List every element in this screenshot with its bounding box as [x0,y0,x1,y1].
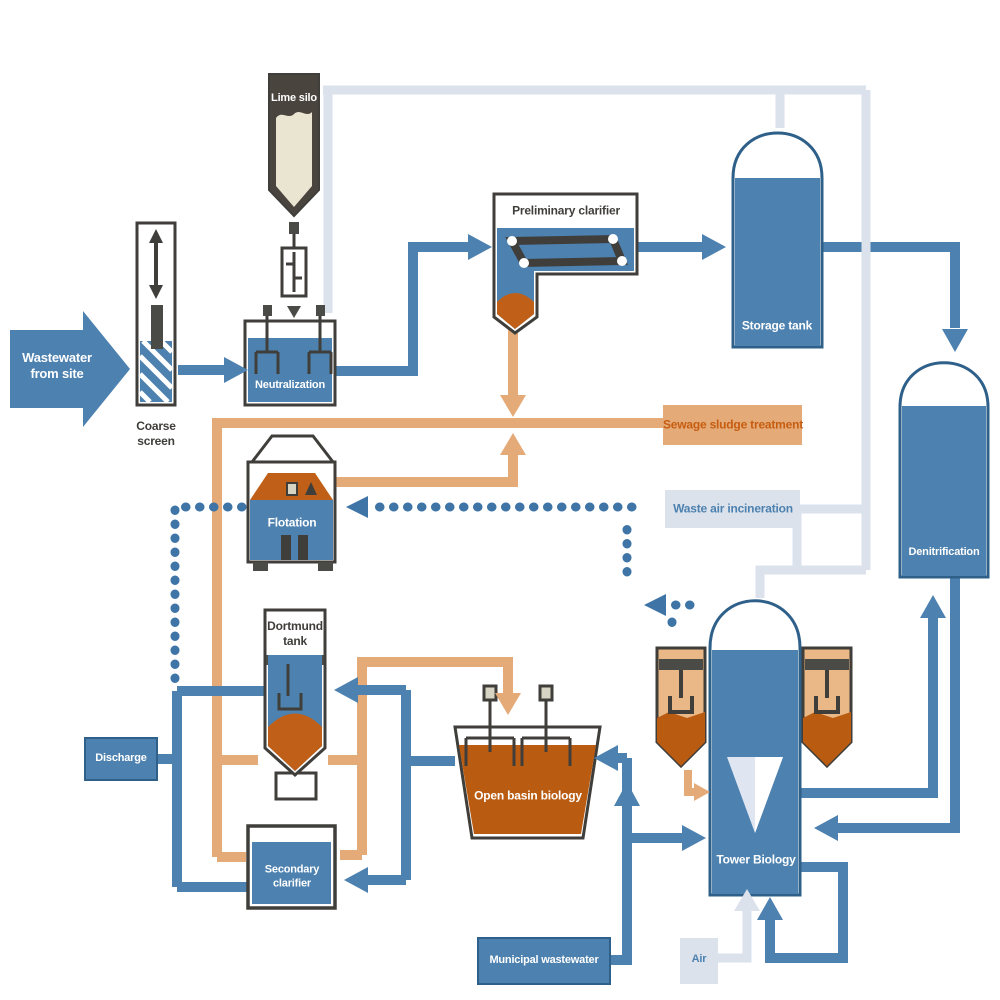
label-tower-biology: Tower Biology [716,852,796,867]
secondary-clarifier [246,824,337,910]
municipal-wastewater-box [477,937,611,985]
water-line-tower-recycle [765,862,848,963]
label-open-basin-biology: Open basin biology [474,788,582,803]
label-municipal-wastewater: Municipal wastewater [489,954,599,967]
waste-air-lines [323,85,871,963]
label-coarse-screen: Coarse screen [136,419,176,448]
label-preliminary-clarifier: Preliminary clarifier [512,203,620,218]
label-air: Air [691,953,707,966]
stirrer-icon [254,305,333,374]
sludge-line-hopper [684,770,696,796]
open-basin-biology [453,684,602,840]
lime-dosing-feeder [280,222,308,318]
label-denitrification: Denitrification [908,546,980,559]
sludge-mound [497,293,534,329]
water-line-deni-to-tower [832,577,960,833]
water-line-neutralization-out [335,242,470,376]
sludge-mound [268,713,322,771]
recycle-dotted-lines [170,502,695,687]
neutralization-tank [243,305,337,407]
sludge-hopper-left [655,646,707,769]
label-storage-tank: Storage tank [741,318,813,333]
label-secondary-clarifier: Secondary clarifier [264,863,320,889]
dotted-line-tower-top [659,600,695,641]
sludge-lines [212,330,696,862]
storage-tank [731,131,824,349]
label-neutralization: Neutralization [255,379,325,392]
dotted-line-left [170,502,247,687]
coarse-screen [135,221,177,407]
air-box [680,938,718,984]
label-flotation: Flotation [267,515,317,530]
lime-silo [268,73,320,218]
water-line-tower-to-deni [800,618,938,798]
denitrification-tank [898,361,990,579]
dortmund-tank [263,608,327,801]
air-supply-line [718,903,752,963]
label-dortmund-tank: Dortmund tank [267,619,323,648]
pipe-icon [814,670,840,714]
water-line-to-discharge [158,686,265,892]
label-wastewater-from-site: Wastewater from site [22,349,92,381]
water-line-storage-out [822,242,960,328]
funnel-icon [727,757,783,833]
flotation-unit [246,434,337,571]
pipe-icon [668,670,694,714]
discharge-box [84,737,158,781]
sewage-sludge-treatment-box [663,405,802,445]
feed-arrow-icon [287,306,301,318]
water-line-openbasin-dist [352,685,455,885]
label-lime-silo: Lime silo [271,92,317,105]
label-waste-air-incineration: Waste air incineration [673,501,793,516]
label-sewage-sludge-treatment: Sewage sludge treatment [662,417,804,432]
screen-rake-bar [151,305,163,349]
water-line-municipal [610,753,686,965]
sludge-line-right-riser [328,657,513,860]
pedestal [274,771,318,801]
label-discharge: Discharge [95,752,147,765]
sludge-hopper-right [801,646,853,769]
wastewater-inlet-arrow [10,311,130,427]
waste-air-network [323,85,871,598]
scraper-belt-icon [505,234,628,268]
weir-icon [277,664,303,711]
sludge-header-line [212,418,663,862]
waste-air-incineration-box [665,490,800,528]
up-down-arrow-icon [149,229,163,299]
flow-arrowheads [224,234,968,920]
sludge-line-flotation [335,452,518,487]
preliminary-clarifier [492,192,639,335]
tower-biology [708,599,802,897]
